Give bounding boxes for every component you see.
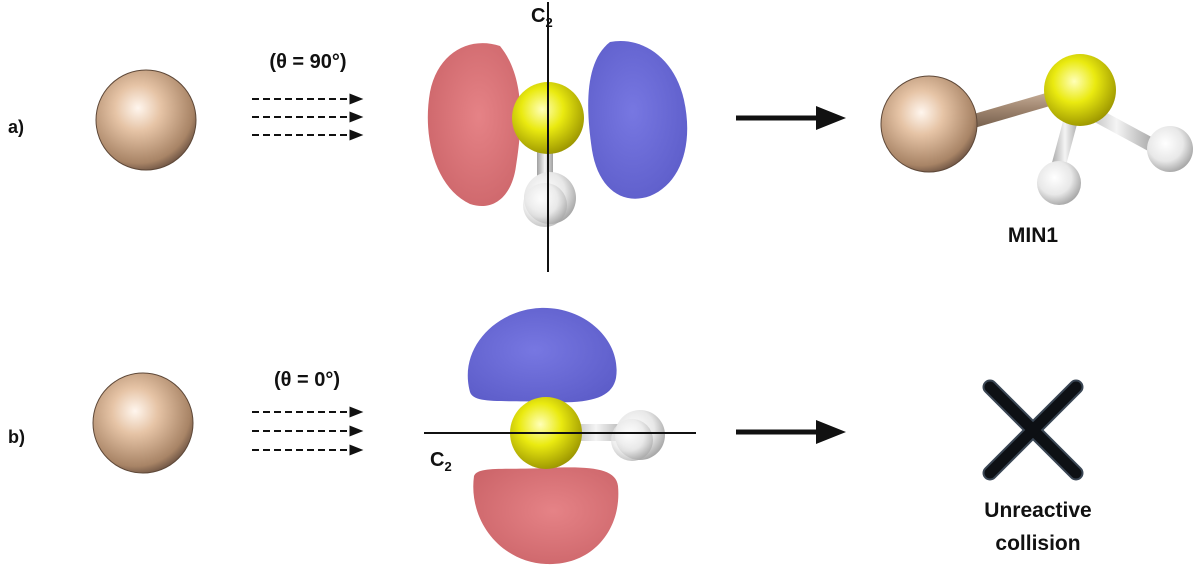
metal-atom-min1 — [880, 75, 978, 173]
panel-a-label: a) — [8, 117, 24, 137]
arrow-right-icon — [736, 420, 846, 444]
outcome-label-line1: Unreactive — [984, 499, 1091, 522]
arrow-right-icon — [736, 106, 846, 130]
orbital-lobe-negative-a — [427, 43, 521, 207]
orbital-lobe-negative-b — [473, 467, 619, 565]
c2-label-b: C2 — [430, 449, 452, 474]
panel-b-label: b) — [8, 427, 25, 447]
outcome-label-line2: collision — [995, 532, 1080, 555]
dashed-arrows-icon — [252, 406, 364, 456]
orbital-lobe-positive-a — [588, 40, 688, 199]
product-label: MIN1 — [1008, 224, 1058, 247]
product-molecule-min1 — [880, 54, 1193, 205]
hydrogen-atom-min1-lower — [1037, 161, 1081, 205]
orbital-lobe-positive-b — [467, 307, 617, 403]
sulfur-atom-min1 — [1044, 54, 1116, 126]
angle-label-b: (θ = 0°) — [274, 369, 340, 391]
sh-bond-lower — [1050, 110, 1080, 173]
x-mark-icon — [982, 379, 1084, 481]
dashed-arrows-icon — [252, 93, 364, 141]
angle-label-a: (θ = 90°) — [269, 51, 346, 73]
hydrogen-atom-min1-right — [1147, 126, 1193, 172]
metal-atom-b — [92, 372, 194, 474]
c2-label-a: C2 — [531, 5, 553, 30]
metal-atom-a — [95, 69, 197, 171]
